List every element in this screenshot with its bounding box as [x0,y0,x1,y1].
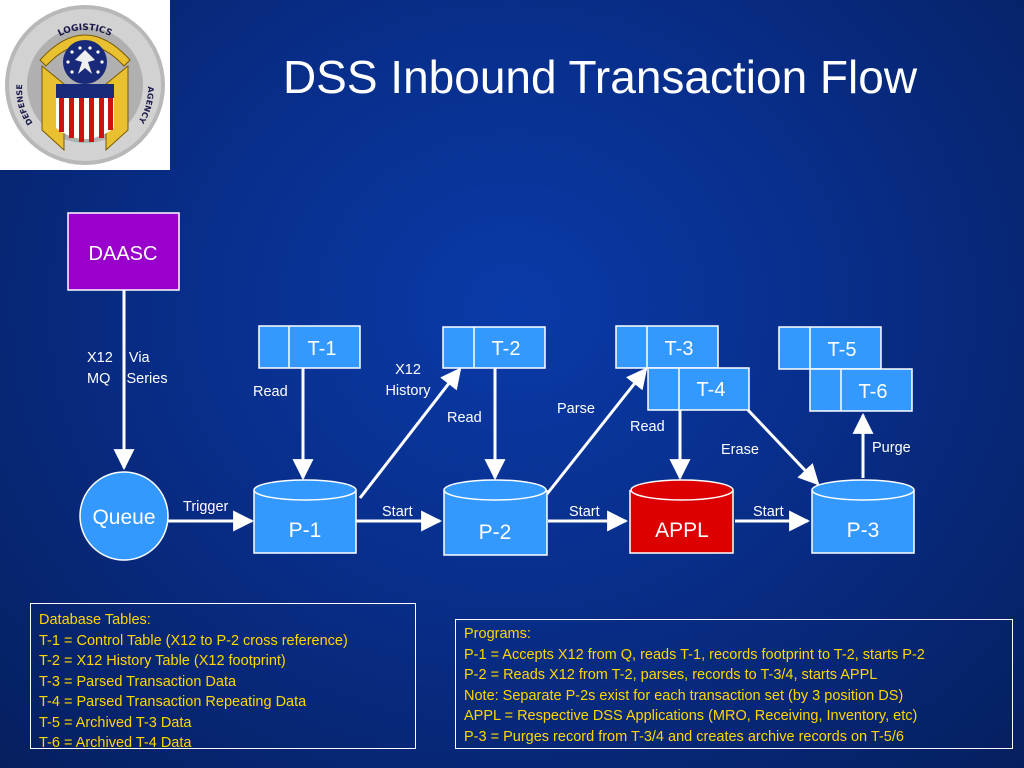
erase-label: Erase [721,442,759,458]
t1-label: T-1 [308,338,337,360]
t2-table: T-2 [442,326,546,369]
parse-label: Parse [557,401,595,417]
appl-label: APPL [655,519,709,542]
p2-node: P-2 [443,479,548,556]
legend-item: P-1 = Accepts X12 from Q, reads T-1, rec… [464,646,925,663]
p1-node: P-1 [253,479,357,554]
legend-heading: Programs: [464,626,531,642]
edge-t4-p3 [746,408,820,486]
x12-history-label-2: History [385,383,431,399]
t2-label: T-2 [492,338,521,360]
x12-via-label: X12 Via [87,350,151,366]
t5-label: T-5 [828,339,857,361]
t3-label: T-3 [665,338,694,360]
t4-table: T-4 [647,367,750,411]
database-tables-legend: Database Tables: T-1 = Control Table (X1… [30,603,416,751]
edge-p2-t3 [545,367,648,495]
read-t1-label: Read [253,384,288,400]
start-appl-label: Start [569,504,600,520]
legend-item: T-4 = Parsed Transaction Repeating Data [39,694,307,710]
legend-item: T-6 = Archived T-4 Data [39,735,192,751]
mq-series-label: MQ Series [87,371,168,387]
legend-heading: Database Tables: [39,612,151,628]
start-p3-label: Start [753,504,784,520]
p3-node: P-3 [811,479,915,554]
queue-node: Queue [79,471,169,561]
t5-table: T-5 [778,326,882,370]
agency-seal-icon: LOGISTICS DEFENSE AGENCY [5,5,165,165]
legend-item: T-2 = X12 History Table (X12 footprint) [39,653,286,669]
edge-p1-t2 [358,367,462,499]
flow-diagram: DAASC Queue P-1 P-2 APPL P-3 T-1 T-2 [67,212,915,561]
appl-node: APPL [629,479,734,554]
legend-item: T-3 = Parsed Transaction Data [39,673,237,690]
x12-history-label-1: X12 [395,362,421,378]
t3-table: T-3 [615,325,719,369]
p2-label: P-2 [479,521,512,544]
queue-label: Queue [92,506,155,529]
legend-item: T-5 = Archived T-3 Data [39,714,192,731]
legend-item: P-2 = Reads X12 from T-2, parses, record… [464,667,878,683]
t4-label: T-4 [697,379,726,401]
read-t2-label: Read [447,410,482,426]
p3-label: P-3 [847,519,880,542]
legend-item: P-3 = Purges record from T-3/4 and creat… [464,728,904,745]
read-t4-label: Read [630,419,665,435]
legend-item: Note: Separate P-2s exist for each trans… [464,687,904,704]
t1-table: T-1 [258,325,361,369]
trigger-label: Trigger [183,499,229,515]
legend-item: APPL = Respective DSS Applications (MRO,… [464,708,918,724]
edge-labels: X12 Via MQ Series Trigger Read X12 Histo… [87,350,911,520]
t6-label: T-6 [859,381,888,403]
programs-legend: Programs: P-1 = Accepts X12 from Q, read… [455,619,1013,749]
daasc-label: DAASC [89,243,158,265]
flow-edges [113,290,874,532]
t6-table: T-6 [809,368,913,412]
start-p2-label: Start [382,504,413,520]
purge-label: Purge [872,440,911,456]
daasc-node: DAASC [67,212,180,291]
dla-logo: LOGISTICS DEFENSE AGENCY [0,0,170,170]
page-title: DSS Inbound Transaction Flow [282,51,918,103]
p1-label: P-1 [289,519,322,542]
legend-item: T-1 = Control Table (X12 to P-2 cross re… [39,632,348,649]
